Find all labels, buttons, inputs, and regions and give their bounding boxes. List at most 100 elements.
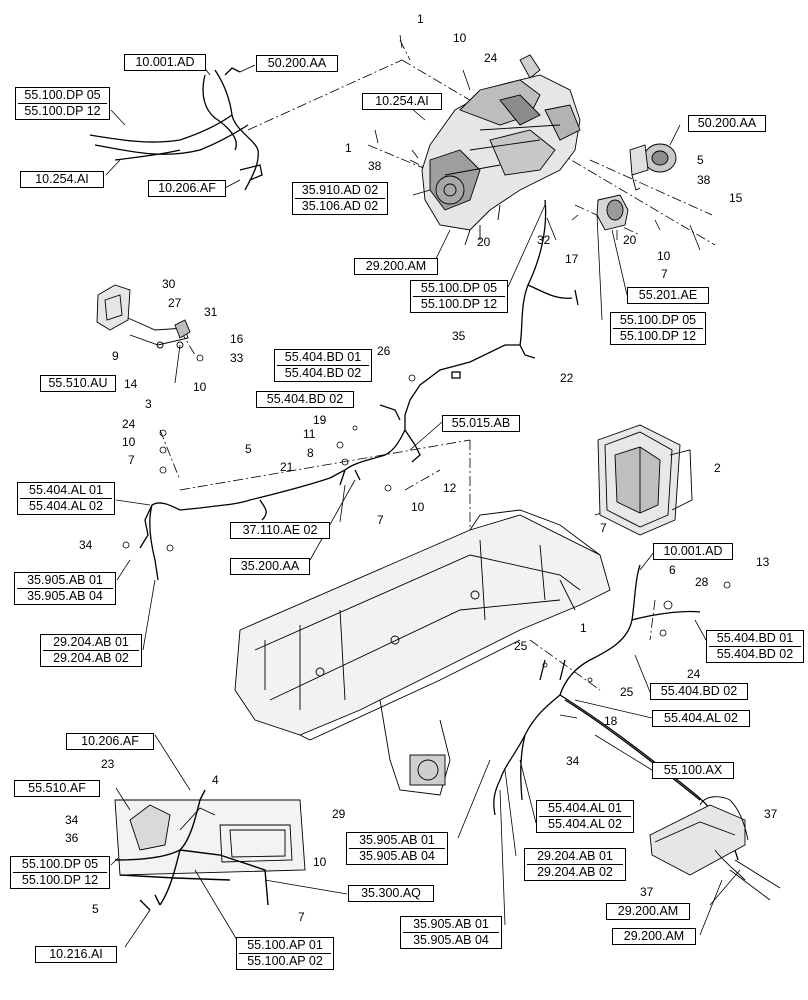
callout-number: 38 bbox=[697, 173, 711, 187]
callout-number: 28 bbox=[695, 575, 709, 589]
callout-number: 34 bbox=[79, 538, 93, 552]
ref-label: 29.200.AM bbox=[623, 929, 685, 943]
ref-box: 50.200.AA bbox=[256, 55, 338, 72]
ref-box: 55.404.AL 02 bbox=[652, 710, 750, 727]
ref-label: 55.100.DP 05 bbox=[21, 857, 99, 871]
callout-number: 7 bbox=[377, 513, 384, 527]
callout-number: 7 bbox=[128, 453, 135, 467]
ref-box: 10.216.AI bbox=[35, 946, 117, 963]
callout-number: 14 bbox=[124, 377, 138, 391]
ref-label: 55.100.AP 02 bbox=[239, 953, 331, 969]
starter-motor bbox=[596, 194, 629, 231]
ref-label: 55.404.BD 02 bbox=[709, 646, 801, 662]
ref-label: 55.404.BD 02 bbox=[266, 392, 344, 406]
callout-number: 4 bbox=[212, 773, 219, 787]
ref-label: 55.510.AU bbox=[48, 376, 108, 390]
callout-number: 29 bbox=[332, 807, 346, 821]
ref-label: 55.404.AL 02 bbox=[20, 498, 112, 514]
callout-number: 32 bbox=[537, 233, 551, 247]
callout-number: 8 bbox=[307, 446, 314, 460]
ref-label: 35.905.AB 04 bbox=[403, 932, 499, 948]
ref-box: 10.001.AD bbox=[124, 54, 206, 71]
ref-label: 37.110.AE 02 bbox=[242, 523, 318, 537]
callout-number: 9 bbox=[112, 349, 119, 363]
label-leader-lines bbox=[105, 61, 741, 948]
ref-label: 55.404.BD 01 bbox=[284, 350, 362, 364]
ref-label: 55.100.AX bbox=[663, 763, 723, 777]
ref-label: 55.100.AP 01 bbox=[247, 938, 323, 952]
ref-box: 29.200.AM bbox=[354, 258, 438, 275]
cooling-pack bbox=[597, 424, 693, 536]
callout-number: 15 bbox=[729, 191, 743, 205]
ref-label: 55.201.AE bbox=[638, 288, 698, 302]
ref-label: 35.106.AD 02 bbox=[295, 198, 385, 214]
callout-number: 36 bbox=[65, 831, 79, 845]
callout-number: 10 bbox=[411, 500, 425, 514]
ref-label: 55.100.DP 12 bbox=[13, 872, 107, 888]
callout-number: 23 bbox=[101, 757, 115, 771]
callout-number: 10 bbox=[313, 855, 327, 869]
engine-leader-lines bbox=[374, 34, 701, 251]
callout-number: 34 bbox=[65, 813, 79, 827]
ref-box: 55.015.AB bbox=[442, 415, 520, 432]
ref-box: 10.206.AF bbox=[148, 180, 226, 197]
ref-label: 55.100.DP 12 bbox=[613, 328, 703, 344]
callout-number: 19 bbox=[313, 413, 327, 427]
callout-number: 5 bbox=[697, 153, 704, 167]
ref-label: 55.100.DP 05 bbox=[420, 281, 498, 295]
ref-label: 55.404.BD 01 bbox=[716, 631, 794, 645]
ref-label: 55.510.AF bbox=[28, 781, 86, 795]
callout-number: 5 bbox=[92, 902, 99, 916]
callout-number: 37 bbox=[764, 807, 778, 821]
harness-engine-to-frame bbox=[404, 199, 579, 430]
ref-box: 37.110.AE 02 bbox=[230, 522, 330, 539]
callout-number: 3 bbox=[145, 397, 152, 411]
callout-number: 31 bbox=[204, 305, 218, 319]
ref-label: 55.100.DP 05 bbox=[24, 88, 101, 102]
ref-label: 10.206.AF bbox=[81, 734, 139, 748]
ref-box: 35.200.AA bbox=[230, 558, 310, 575]
ref-box: 55.201.AE bbox=[627, 287, 709, 304]
ref-label: 55.404.BD 02 bbox=[277, 365, 369, 381]
callout-number: 7 bbox=[298, 910, 305, 924]
callout-number: 10 bbox=[122, 435, 136, 449]
ref-label: 55.100.DP 12 bbox=[18, 103, 107, 119]
engine-assembly bbox=[421, 54, 581, 246]
callout-number: 24 bbox=[687, 667, 701, 681]
callout-number: 12 bbox=[443, 481, 457, 495]
ref-label: 29.200.AM bbox=[617, 904, 679, 918]
callout-number: 17 bbox=[565, 252, 579, 266]
callout-number: 2 bbox=[714, 461, 721, 475]
ref-box: 29.200.AM bbox=[606, 903, 690, 920]
harness-middle bbox=[139, 404, 421, 581]
callout-number: 34 bbox=[566, 754, 580, 768]
ref-label: 29.204.AB 01 bbox=[53, 635, 129, 649]
callout-number: 20 bbox=[623, 233, 637, 247]
cab-harness bbox=[114, 799, 306, 876]
callout-number: 25 bbox=[620, 685, 634, 699]
ref-label: 10.001.AD bbox=[135, 55, 195, 69]
ref-label: 55.015.AB bbox=[451, 416, 511, 430]
callout-number: 33 bbox=[230, 351, 244, 365]
callout-number: 7 bbox=[600, 521, 607, 535]
callout-number: 38 bbox=[368, 159, 382, 173]
ref-box: 55.404.BD 02 bbox=[650, 683, 748, 700]
ref-label: 35.905.AB 01 bbox=[359, 833, 435, 847]
ref-label: 29.204.AB 02 bbox=[527, 864, 623, 880]
ref-box: 10.254.AI bbox=[362, 93, 442, 110]
ref-label: 35.300.AQ bbox=[361, 886, 421, 900]
ref-box: 55.404.BD 02 bbox=[256, 391, 354, 408]
ref-label: 55.404.AL 02 bbox=[539, 816, 631, 832]
ref-box: 10.001.AD bbox=[653, 543, 733, 560]
callout-number: 6 bbox=[669, 563, 676, 577]
